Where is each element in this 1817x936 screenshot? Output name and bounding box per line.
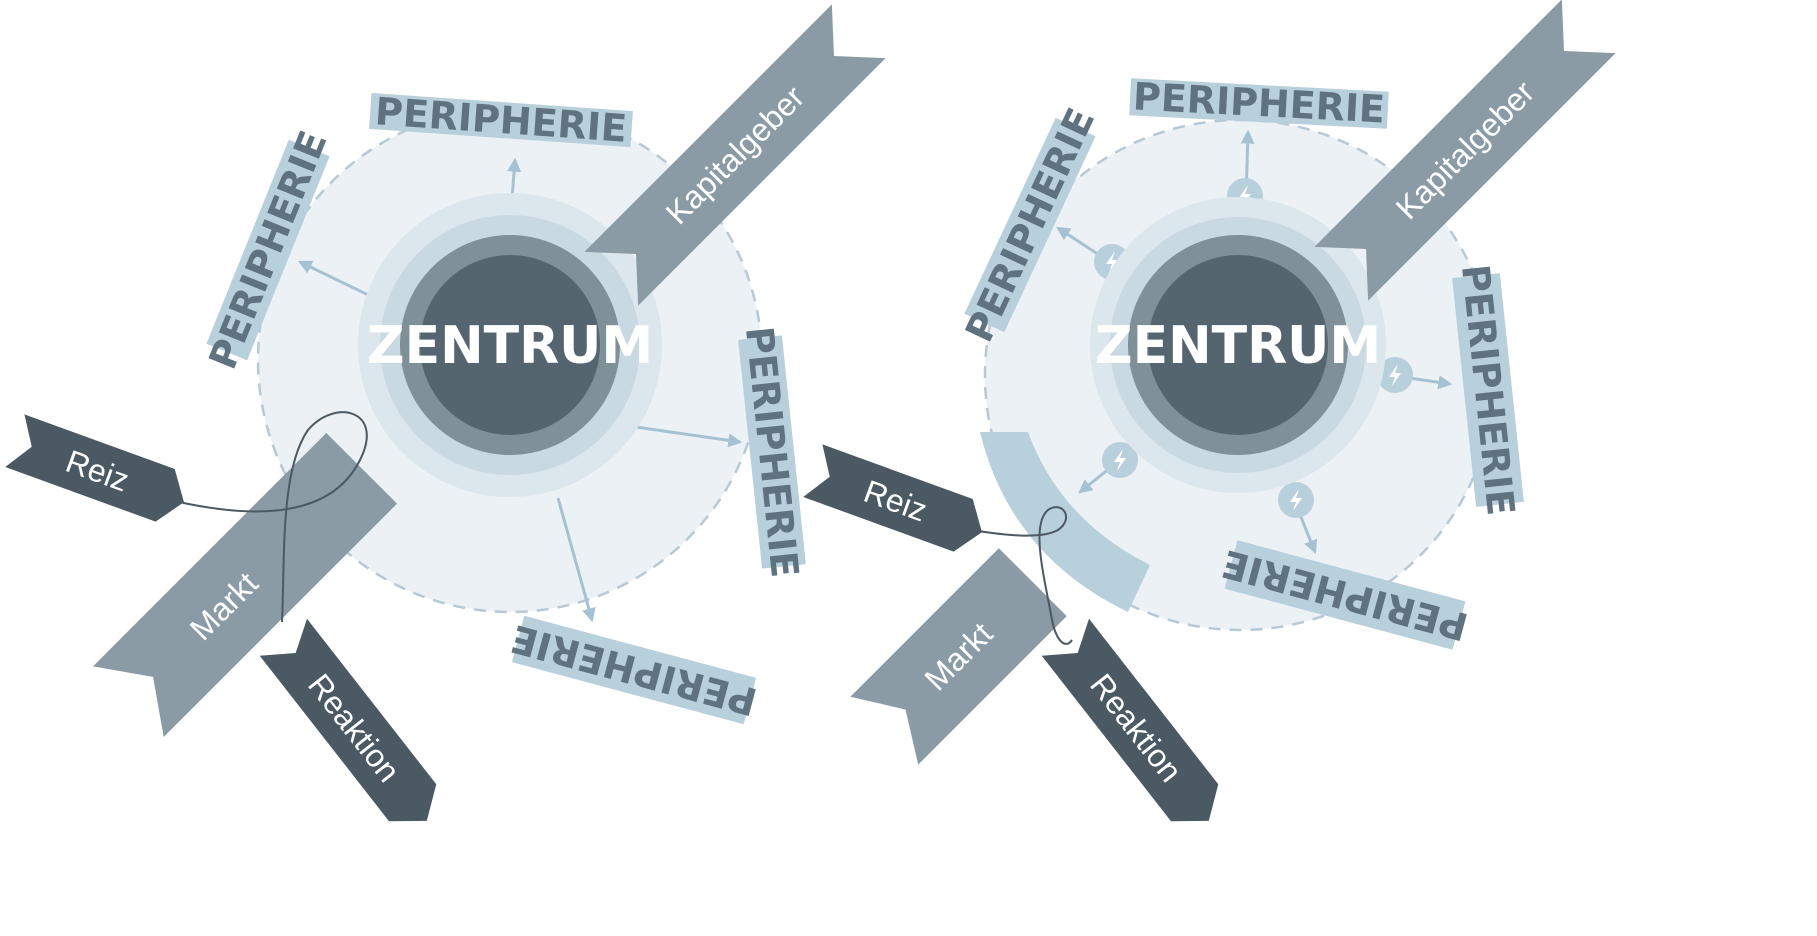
center-label: ZENTRUM (367, 316, 653, 376)
lightning-badge-lower-left (1102, 442, 1138, 478)
flag-response: Reaktion (259, 618, 437, 822)
arrow-lower-right (556, 497, 596, 623)
center-label: ZENTRUM (1095, 316, 1381, 376)
periphery-top-label: PERIPHERIE (1132, 74, 1386, 131)
flag-market: Markt (92, 432, 398, 738)
connector-loop (161, 411, 368, 623)
periphery-right: PERIPHERIE (737, 324, 807, 579)
diagram-left: PERIPHERIE PERIPHERIE PERIPHERIE PERIPHE… (5, 4, 886, 822)
periphery-top: PERIPHERIE (1129, 74, 1389, 132)
center-core (1148, 255, 1328, 435)
connector-loop (959, 506, 1073, 645)
flag-market: Markt (850, 548, 1067, 765)
lightning-badge-right (1377, 357, 1413, 393)
flag-response: Reaktion (1041, 618, 1219, 822)
center-core (420, 255, 600, 435)
flag-stimulus: Reiz (803, 444, 982, 552)
periphery-bottom: PERIPHERIE (507, 615, 761, 725)
flag-stimulus: Reiz (5, 414, 184, 522)
diagram-right: PERIPHERIE PERIPHERIE PERIPHERIE PERIPHE… (803, 0, 1616, 822)
arrow-right (621, 423, 743, 448)
periphery-right-label: PERIPHERIE (737, 324, 807, 579)
lightning-badge-lower-right (1278, 482, 1314, 518)
